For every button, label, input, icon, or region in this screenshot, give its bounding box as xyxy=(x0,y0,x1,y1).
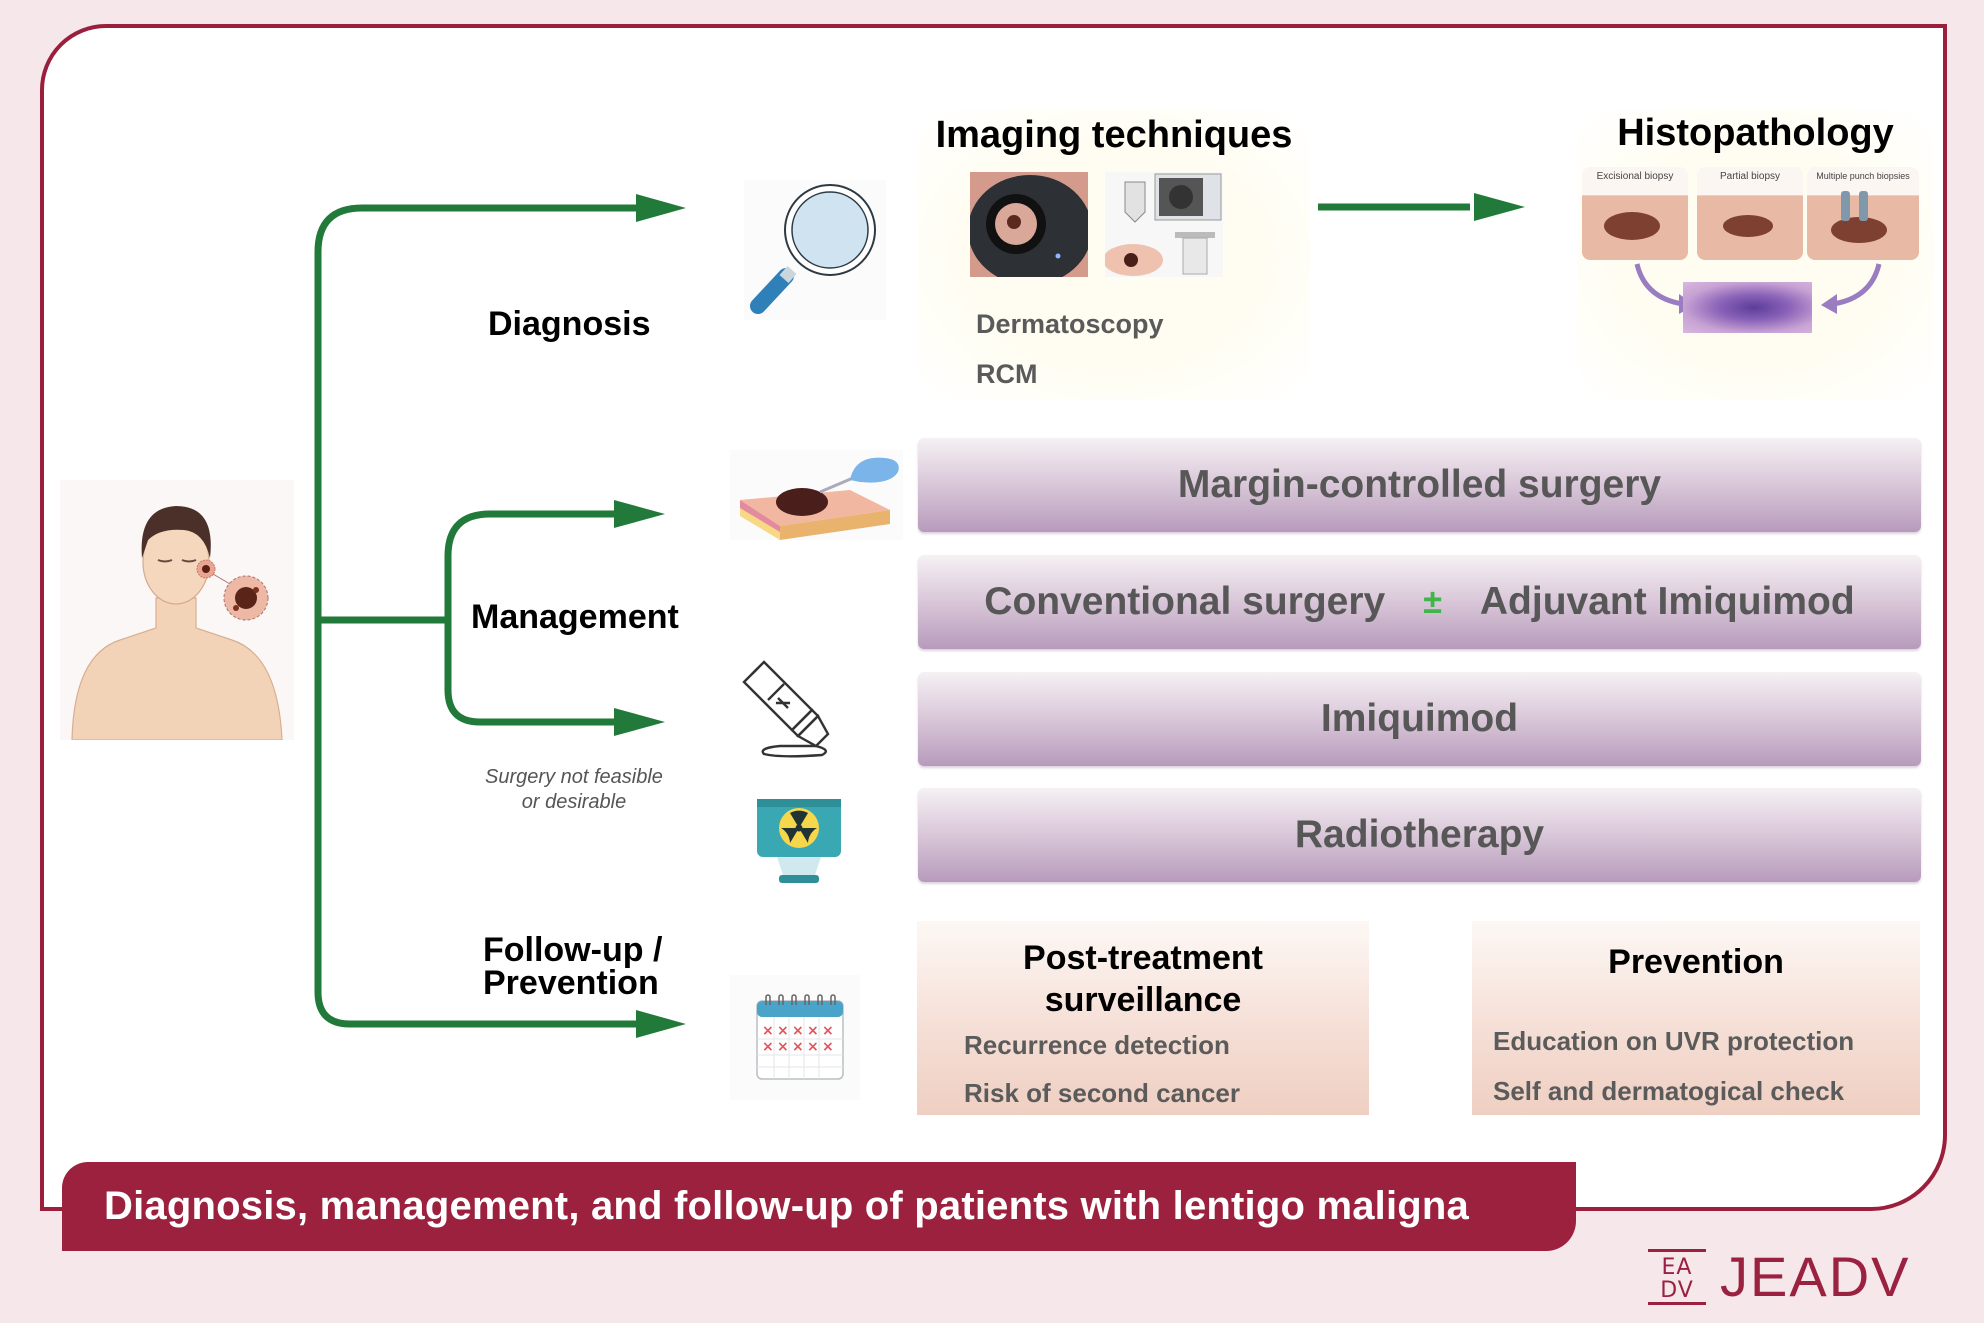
imaging-to-histo-arrowhead xyxy=(1474,193,1525,221)
jeadv-logo: EA DV JEADV xyxy=(1648,1248,1911,1306)
followup-arrowhead xyxy=(636,1010,686,1038)
svg-text:×: × xyxy=(792,1039,804,1055)
imaging-item-dermatoscopy: Dermatoscopy xyxy=(976,309,1164,339)
prevention-box: Prevention Education on UVR protection S… xyxy=(1472,921,1920,1115)
option-margin-controlled-surgery: Margin-controlled surgery xyxy=(918,438,1921,532)
option-label: Radiotherapy xyxy=(1294,813,1545,856)
biopsy-partial: Partial biopsy xyxy=(1697,167,1803,260)
histology-slide xyxy=(1683,282,1812,333)
lesion-icon xyxy=(1604,212,1660,240)
lesion-icon xyxy=(1723,215,1773,237)
patient-illustration xyxy=(60,480,294,740)
biopsy-multiple-punch-label: Multiple punch biopsies xyxy=(1816,171,1910,181)
biopsy-excisional-label: Excisional biopsy xyxy=(1596,171,1674,182)
surveillance-title-line2: surveillance xyxy=(1044,981,1242,1019)
option-label: Conventional surgery xyxy=(984,580,1386,623)
radiation-device-icon xyxy=(757,799,841,883)
option-label: Margin-controlled surgery xyxy=(1177,463,1662,506)
surveillance-item-recurrence: Recurrence detection xyxy=(964,1030,1230,1060)
svg-text:×: × xyxy=(762,1039,774,1055)
figure-caption-bar: Diagnosis, management, and follow-up of … xyxy=(62,1162,1576,1251)
management-upper-arrowhead xyxy=(614,500,665,528)
diagnosis-arrowhead xyxy=(636,194,686,222)
dermatoscope-photo xyxy=(970,172,1088,277)
management-note-line2: or desirable xyxy=(521,791,627,813)
management-branch-line xyxy=(444,510,620,726)
svg-text:×: × xyxy=(777,1023,789,1039)
surveillance-title-line1: Post-treatment xyxy=(1023,939,1263,977)
rcm-device-photo xyxy=(1105,172,1223,277)
plus-minus-connector: ± xyxy=(1423,582,1442,621)
option-conventional-surgery-imiquimod: Conventional surgery ± Adjuvant Imiquimo… xyxy=(918,555,1921,649)
followup-label-line2: Prevention xyxy=(483,964,659,1002)
prevention-item-self-check: Self and dermatogical check xyxy=(1493,1076,1845,1106)
management-note: Surgery not feasible or desirable xyxy=(454,765,694,815)
management-branch-label: Management xyxy=(471,598,679,636)
emblem-top: EA xyxy=(1662,1255,1693,1280)
histopathology-title: Histopathology xyxy=(1617,112,1894,154)
svg-text:×: × xyxy=(807,1039,819,1055)
option-label-secondary: Adjuvant Imiquimod xyxy=(1479,580,1855,623)
surveillance-item-second-cancer: Risk of second cancer xyxy=(964,1078,1240,1108)
surgical-excision-icon xyxy=(730,450,903,540)
imaging-item-rcm: RCM xyxy=(976,359,1038,389)
management-lower-arrowhead xyxy=(614,708,665,736)
option-imiquimod: Imiquimod xyxy=(918,672,1921,766)
calendar-icon: ××××× ××××× xyxy=(730,975,860,1100)
svg-text:×: × xyxy=(792,1023,804,1039)
post-treatment-surveillance-box: Post-treatment surveillance Recurrence d… xyxy=(917,921,1369,1115)
followup-branch-label: Follow-up / Prevention xyxy=(483,931,663,1002)
figure-caption: Diagnosis, management, and follow-up of … xyxy=(104,1184,1469,1228)
option-label: Imiquimod xyxy=(1320,697,1519,740)
diagnosis-branch-label: Diagnosis xyxy=(488,305,651,343)
surveillance-title: Post-treatment surveillance xyxy=(917,937,1369,1021)
histopathology-box: Histopathology Excisional biopsy Partial… xyxy=(1577,110,1934,400)
lesion-icon xyxy=(1831,217,1887,243)
main-trunk-line xyxy=(314,204,658,1028)
svg-text:×: × xyxy=(807,1023,819,1039)
prevention-title: Prevention xyxy=(1608,943,1784,981)
prevention-item-uvr-education: Education on UVR protection xyxy=(1493,1026,1855,1056)
cream-tube-icon xyxy=(742,660,830,758)
svg-text:×: × xyxy=(777,1039,789,1055)
svg-text:×: × xyxy=(822,1039,834,1055)
imaging-techniques-title: Imaging techniques xyxy=(935,114,1293,156)
emblem-bottom: DV xyxy=(1660,1278,1694,1303)
biopsy-multiple-punch: Multiple punch biopsies xyxy=(1807,167,1919,260)
followup-label-line1: Follow-up / xyxy=(483,931,663,969)
biopsy-partial-label: Partial biopsy xyxy=(1719,171,1781,182)
jeadv-wordmark: JEADV xyxy=(1720,1245,1911,1308)
svg-text:×: × xyxy=(822,1023,834,1039)
jeadv-emblem-icon: EA DV xyxy=(1648,1249,1706,1305)
svg-text:×: × xyxy=(762,1023,774,1039)
management-note-line1: Surgery not feasible xyxy=(485,766,663,788)
magnifying-glass-icon xyxy=(744,180,886,320)
imaging-techniques-box: Imaging techniques Dermatoscopy RCM xyxy=(918,110,1310,400)
punch-tool-icon xyxy=(1859,191,1868,221)
biopsy-excisional: Excisional biopsy xyxy=(1582,167,1688,260)
option-radiotherapy: Radiotherapy xyxy=(918,788,1921,882)
punch-tool-icon xyxy=(1841,191,1850,221)
